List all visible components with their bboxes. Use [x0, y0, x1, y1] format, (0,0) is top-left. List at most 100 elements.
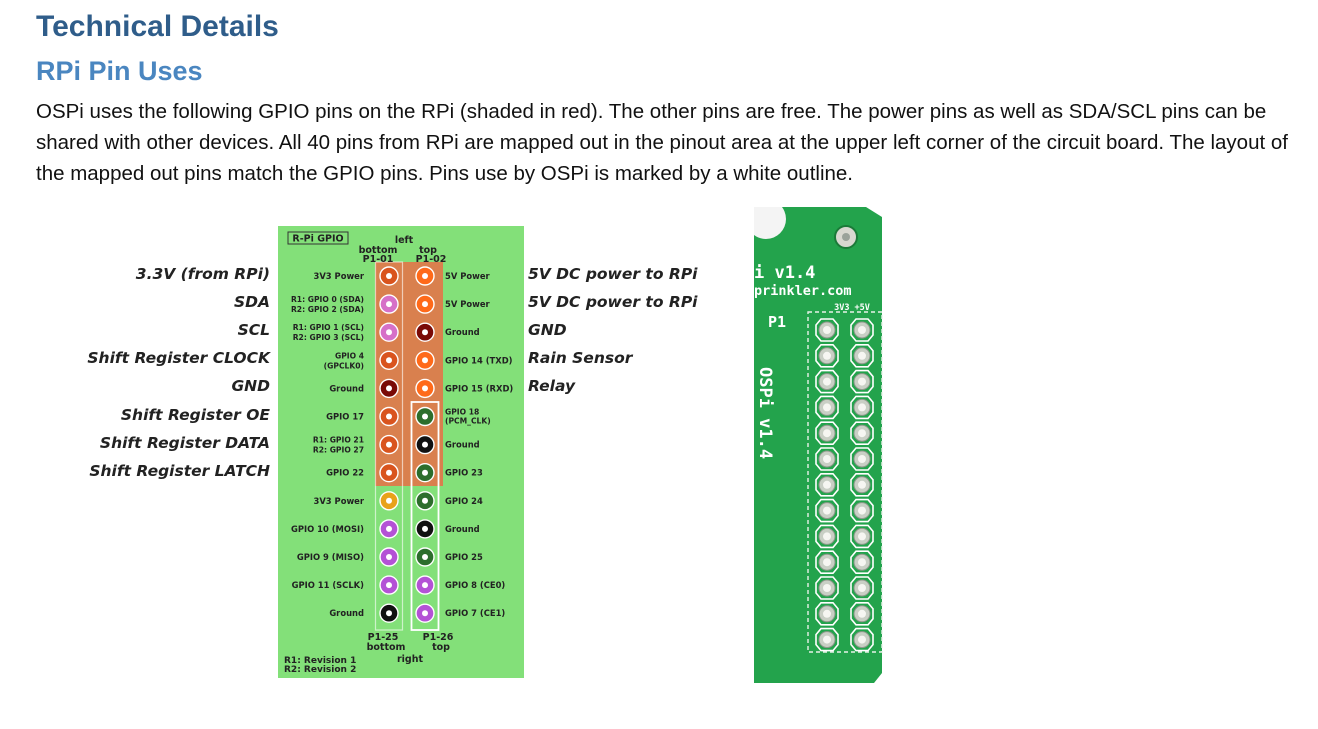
pin-right-label: 5V Power	[445, 271, 491, 281]
pin-right-label: Ground	[445, 440, 480, 450]
pad-silkscreen	[815, 344, 839, 368]
pcb-pad	[850, 498, 874, 523]
footer-right-label: right	[397, 654, 424, 665]
pin-function-label-right: 5V DC power to RPi	[528, 265, 698, 283]
pad-hole	[823, 506, 831, 515]
pin-function-label-right: 5V DC power to RPi	[528, 293, 698, 312]
pin-row: R1: GPIO 0 (SDA)R2: GPIO 2 (SDA)5V Power	[291, 294, 491, 314]
pin-left-label: GPIO 9 (MISO)	[297, 552, 364, 562]
pin-row: GPIO 9 (MISO)GPIO 25	[297, 547, 483, 567]
pad-silkscreen	[850, 318, 874, 342]
pin-hole	[422, 385, 428, 392]
pin-hole	[422, 301, 428, 308]
pcb-pad	[815, 550, 839, 575]
pin-function-label-left: Shift Register CLOCK	[87, 349, 270, 368]
pcb-pad	[815, 601, 839, 626]
pin-right-label: GPIO 8 (CE0)	[445, 580, 505, 590]
pcb-pad	[815, 421, 839, 445]
pcb-body	[754, 207, 882, 683]
pin-left-label: Ground	[329, 383, 364, 393]
pad-hole	[823, 429, 831, 438]
pin-hole	[422, 582, 428, 589]
pcb-pad	[815, 344, 839, 368]
pin-row: GPIO 11 (SCLK) GPIO 8 (CE0)	[292, 575, 505, 595]
pad-hole	[823, 403, 831, 412]
pin-function-label-left: SDA	[233, 293, 270, 312]
pin-p1-26-label: P1-26	[423, 632, 454, 643]
pad-hole	[823, 584, 831, 592]
header-bottom-label: bottom	[359, 245, 398, 256]
pin-hole	[422, 525, 428, 532]
pcb-power-text: 3V3 +5V	[834, 303, 870, 313]
pin-hole	[422, 329, 428, 336]
pad-silkscreen	[850, 550, 874, 575]
pin-hole	[422, 469, 428, 476]
pin-row: GPIO 10 (MOSI)Ground	[291, 519, 480, 539]
pad-silkscreen	[850, 576, 874, 600]
pad-hole	[858, 429, 866, 438]
pad-silkscreen	[850, 472, 874, 497]
pcb-pad	[850, 395, 874, 420]
pad-hole	[858, 403, 866, 412]
pad-silkscreen	[815, 601, 839, 626]
pin-left-label: GPIO 11 (SCLK)	[292, 580, 365, 590]
pcb-pad	[850, 344, 874, 368]
pin-right-label: GPIO 23	[445, 468, 483, 478]
ospi-pin-outline-right	[410, 401, 440, 631]
pin-function-label-right: Rain Sensor	[528, 349, 633, 368]
mounting-hole-center	[842, 233, 850, 241]
pin-right-label: GPIO 15 (RXD)	[445, 383, 513, 393]
pcb-pad	[815, 472, 839, 497]
pad-hole	[858, 480, 866, 489]
pin-hole	[422, 610, 428, 617]
pad-hole	[823, 377, 831, 386]
pad-silkscreen	[815, 627, 839, 652]
pad-silkscreen	[815, 447, 839, 471]
pin-left-label: R1: GPIO 0 (SDA)	[291, 295, 364, 304]
pcb-pad	[850, 576, 874, 600]
pin-hole	[386, 413, 392, 420]
pad-hole	[823, 455, 831, 463]
pin-hole	[386, 497, 392, 504]
pin-left-label: GPIO 10 (MOSI)	[291, 524, 364, 534]
pcb-pad	[815, 576, 839, 600]
pin-right-label: (PCM_CLK)	[445, 417, 491, 426]
pin-hole	[386, 525, 392, 532]
pin-row: Ground GPIO 15 (RXD)	[329, 378, 513, 399]
pin-left-label: R2: GPIO 27	[313, 446, 364, 455]
pad-silkscreen	[815, 524, 839, 549]
pad-silkscreen	[815, 395, 839, 420]
gpio-box-label: R-Pi GPIO	[292, 234, 343, 245]
pin-function-label-left: Shift Register OE	[120, 405, 270, 424]
pin-left-label: R2: GPIO 2 (SDA)	[291, 305, 364, 314]
footer-top-label: top	[432, 642, 450, 653]
pad-silkscreen	[850, 395, 874, 420]
header-top-label: top	[419, 245, 437, 256]
pin-hole	[386, 329, 392, 336]
pin-right-label: GPIO 14 (TXD)	[445, 355, 513, 365]
pin-hole	[422, 357, 428, 364]
pin-hole	[386, 610, 392, 617]
pin-function-label-left: Shift Register LATCH	[89, 461, 270, 480]
pad-hole	[858, 506, 866, 515]
pin-hole	[386, 301, 392, 308]
pad-silkscreen	[815, 318, 839, 342]
pin-function-label-left: SCL	[237, 321, 270, 340]
header-left-label: left	[395, 235, 414, 246]
pad-hole	[858, 584, 866, 592]
pin-left-label: 3V3 Power	[314, 496, 365, 506]
pin-hole	[386, 554, 392, 560]
pcb-pad	[815, 524, 839, 549]
pad-silkscreen	[815, 369, 839, 394]
pcb-pad	[815, 627, 839, 652]
gpio-box-label-frame	[287, 231, 349, 245]
pcb-pad	[850, 318, 874, 342]
pin-p1-25-label: P1-25	[368, 632, 399, 643]
pin-p1-01-label: P1-01	[363, 254, 394, 265]
pad-silkscreen	[850, 369, 874, 394]
pad-hole	[823, 635, 831, 644]
